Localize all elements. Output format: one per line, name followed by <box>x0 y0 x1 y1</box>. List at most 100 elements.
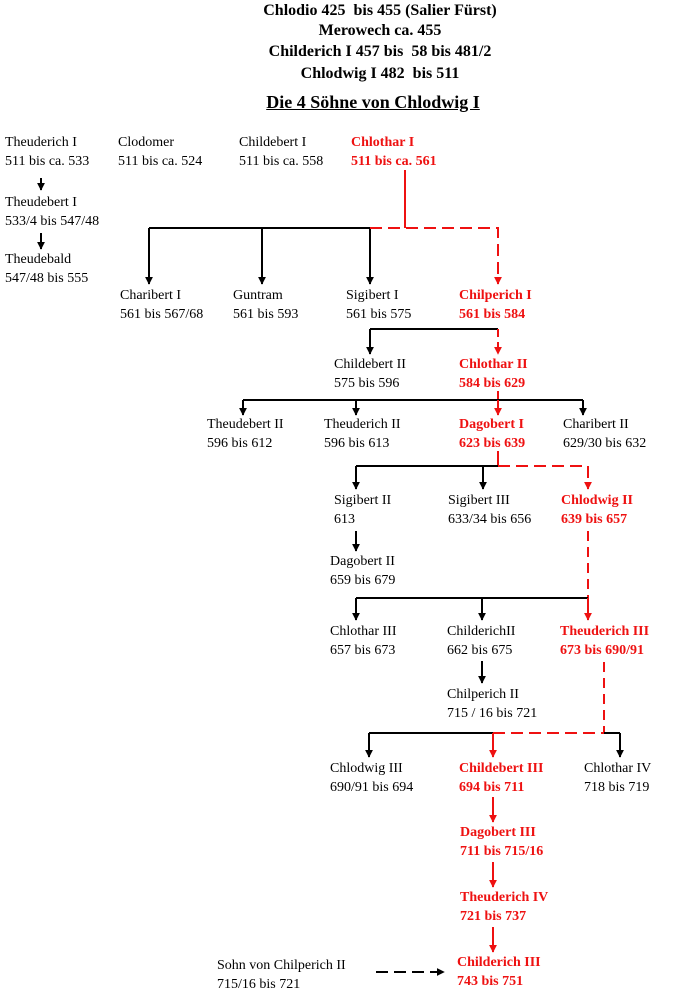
node-years: 561 bis 567/68 <box>120 307 204 322</box>
node-theuderich2: Theuderich II 596 bis 613 <box>324 415 401 453</box>
node-name: Guntram <box>233 288 283 303</box>
node-years: 657 bis 673 <box>330 643 396 658</box>
node-sohn-chilperich2: Sohn von Chilperich II 715/16 bis 721 <box>217 956 346 994</box>
node-childerich3: Childerich III 743 bis 751 <box>457 953 541 991</box>
node-sigibert3: Sigibert III 633/34 bis 656 <box>448 491 531 529</box>
node-chilperich1: Chilperich I 561 bis 584 <box>459 286 532 324</box>
node-theuderich4: Theuderich IV 721 bis 737 <box>460 888 548 926</box>
connector-to-chilperich1 <box>370 227 502 285</box>
node-guntram: Guntram 561 bis 593 <box>233 286 298 324</box>
node-chlothar3: Chlothar III 657 bis 673 <box>330 622 396 660</box>
node-name: Chilperich I <box>459 288 532 303</box>
node-name: Childerich III <box>457 955 541 970</box>
node-name: Chlothar III <box>330 624 397 639</box>
node-years: 613 <box>334 512 355 527</box>
node-name: Childebert II <box>334 357 406 372</box>
node-sigibert1: Sigibert I 561 bis 575 <box>346 286 411 324</box>
node-chlothar2: Chlothar II 584 bis 629 <box>459 355 528 393</box>
node-name: Sigibert I <box>346 288 399 303</box>
node-sigibert2: Sigibert II 613 <box>334 491 391 529</box>
node-childebert2: Childebert II 575 bis 596 <box>334 355 406 393</box>
node-name: Chilperich II <box>447 687 519 702</box>
node-chlodwig2: Chlodwig II 639 bis 657 <box>561 491 633 529</box>
node-clodomer: Clodomer 511 bis ca. 524 <box>118 133 202 171</box>
node-name: Sigibert II <box>334 493 392 508</box>
node-name: Sigibert III <box>448 493 510 508</box>
node-years: 633/34 bis 656 <box>448 512 532 527</box>
node-years: 743 bis 751 <box>457 974 524 989</box>
node-years: 511 bis ca. 561 <box>351 154 437 169</box>
node-years: 561 bis 584 <box>459 307 526 322</box>
node-name: Charibert I <box>120 288 182 303</box>
header-line-2: Merowech ca. 455 <box>318 22 442 39</box>
node-name: Childebert I <box>239 135 307 150</box>
node-chlodwig3: Chlodwig III 690/91 bis 694 <box>330 759 413 797</box>
node-years: 629/30 bis 632 <box>563 436 647 451</box>
node-years: 673 bis 690/91 <box>560 643 645 658</box>
node-name: Sohn von Chilperich II <box>217 958 346 973</box>
node-years: 711 bis 715/16 <box>460 844 544 859</box>
node-name: Clodomer <box>118 135 174 150</box>
node-charibert1: Charibert I 561 bis 567/68 <box>120 286 203 324</box>
header-line-4: Chlodwig I 482 bis 511 <box>300 65 460 82</box>
node-theuderich1: Theuderich I 511 bis ca. 533 <box>5 133 89 171</box>
node-name: Theuderich IV <box>460 890 549 905</box>
node-years: 721 bis 737 <box>460 909 527 924</box>
node-name: Theuderich II <box>324 417 401 432</box>
node-name: Dagobert III <box>460 825 536 840</box>
node-name: Dagobert I <box>459 417 524 432</box>
node-name: Dagobert II <box>330 554 395 569</box>
node-years: 533/4 bis 547/48 <box>5 214 100 229</box>
node-years: 623 bis 639 <box>459 436 526 451</box>
node-years: 561 bis 575 <box>346 307 412 322</box>
node-name: Chlothar II <box>459 357 528 372</box>
diagram-title: Die 4 Söhne von Chlodwig I <box>266 92 480 112</box>
node-years: 690/91 bis 694 <box>330 780 414 795</box>
node-years: 511 bis ca. 524 <box>118 154 203 169</box>
node-years: 575 bis 596 <box>334 376 400 391</box>
node-name: Theudebert II <box>207 417 284 432</box>
node-chilperich2: Chilperich II 715 / 16 bis 721 <box>447 685 537 723</box>
node-years: 561 bis 593 <box>233 307 299 322</box>
node-name: Chlothar IV <box>584 761 652 776</box>
node-theuderich3: Theuderich III 673 bis 690/91 <box>560 622 649 660</box>
node-chlothar4: Chlothar IV 718 bis 719 <box>584 759 651 797</box>
node-name: Theuderich III <box>560 624 650 639</box>
node-name: Chlothar I <box>351 135 415 150</box>
node-years: 659 bis 679 <box>330 573 396 588</box>
node-name: Chlodwig II <box>561 493 633 508</box>
node-name: ChilderichII <box>447 624 516 639</box>
node-name: Theuderich I <box>5 135 77 150</box>
node-charibert2: Charibert II 629/30 bis 632 <box>563 415 646 453</box>
connector-to-chlodwig2 <box>498 465 592 490</box>
header-line-3: Childerich I 457 bis 58 bis 481/2 <box>268 43 492 60</box>
node-years: 718 bis 719 <box>584 780 650 795</box>
node-years: 715/16 bis 721 <box>217 977 301 992</box>
node-chlothar1: Chlothar I 511 bis ca. 561 <box>351 133 437 171</box>
node-dagobert2: Dagobert II 659 bis 679 <box>330 552 395 590</box>
node-years: 511 bis ca. 533 <box>5 154 90 169</box>
node-years: 511 bis ca. 558 <box>239 154 324 169</box>
node-years: 694 bis 711 <box>459 780 525 795</box>
node-theudebert2: Theudebert II 596 bis 612 <box>207 415 284 453</box>
node-childerich2: ChilderichII 662 bis 675 <box>447 622 515 660</box>
node-years: 662 bis 675 <box>447 643 513 658</box>
node-name: Childebert III <box>459 761 544 776</box>
node-name: Charibert II <box>563 417 629 432</box>
node-childebert1: Childebert I 511 bis ca. 558 <box>239 133 323 171</box>
node-dagobert3: Dagobert III 711 bis 715/16 <box>460 823 543 861</box>
node-years: 584 bis 629 <box>459 376 526 391</box>
node-years: 596 bis 612 <box>207 436 273 451</box>
node-years: 596 bis 613 <box>324 436 390 451</box>
node-name: Theudebald <box>5 252 72 267</box>
node-years: 639 bis 657 <box>561 512 628 527</box>
node-childebert3: Childebert III 694 bis 711 <box>459 759 543 797</box>
node-name: Chlodwig III <box>330 761 403 776</box>
node-dagobert1: Dagobert I 623 bis 639 <box>459 415 525 453</box>
header-line-1: Chlodio 425 bis 455 (Salier Fürst) <box>263 2 497 19</box>
node-years: 715 / 16 bis 721 <box>447 706 538 721</box>
